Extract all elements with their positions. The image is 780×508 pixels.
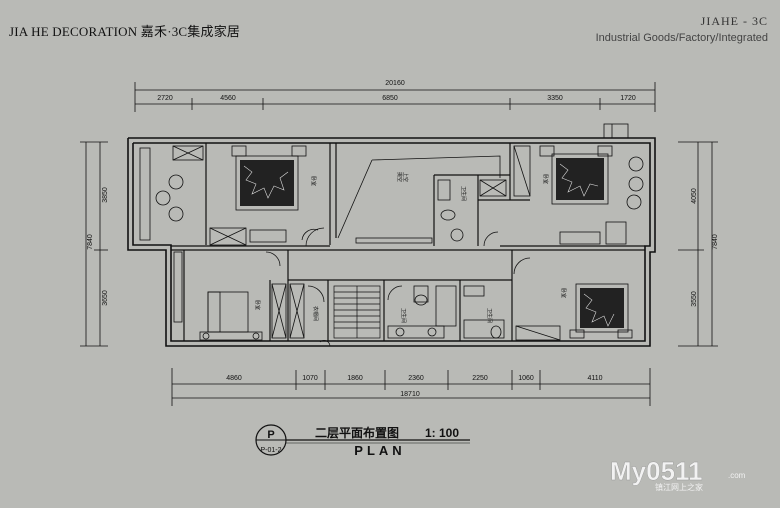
bedroom-top-left [209,145,319,246]
label-bedroom-bottom-1: 卧室 [254,300,261,310]
top-dimension-chain [134,82,656,112]
dim-bottom-seg-1: 4860 [226,375,242,382]
dim-bottom-seg-7: 4110 [587,375,602,382]
dim-left-total: 7840 [87,234,94,250]
dim-bottom-seg-3: 1860 [347,375,363,382]
watermark-logo: My0511 [610,456,703,486]
watermark: My0511 .com 镇江网上之家 [610,456,746,492]
dim-left-seg-1: 3850 [102,187,109,203]
drawing-scale: 1: 100 [425,426,459,440]
brand-header-right: JIAHE - 3C Industrial Goods/Factory/Inte… [596,14,768,44]
dim-bottom-seg-4: 2360 [408,375,424,382]
dim-bottom-seg-6: 1060 [518,375,534,382]
brand-short: JIAHE - 3C [700,14,768,28]
watermark-domain: .com [728,471,746,480]
bedroom-bottom-left [173,251,281,341]
dim-top-seg-4: 3350 [547,95,563,102]
outer-walls [127,137,656,347]
watermark-tagline: 镇江网上之家 [655,482,703,492]
balcony-furniture [139,145,204,241]
dim-right-seg-2: 3550 [691,291,698,307]
drawing-subtitle: PLAN [354,443,405,458]
dim-top-seg-1: 2720 [157,95,173,102]
dim-top-seg-2: 4560 [220,95,236,102]
bed-texture-3 [580,288,624,328]
label-void-2: 上空 [402,172,409,182]
label-bath-bottom-2: 卫生间 [486,308,493,323]
dim-top-seg-3: 6850 [382,95,398,102]
label-void-1: 挑空 [396,172,403,182]
dim-left-seg-2: 3650 [102,290,109,306]
dim-bottom-total: 18710 [400,391,420,398]
dim-top-seg-5: 1720 [620,95,636,102]
label-bedroom-top-2: 卧室 [542,174,549,184]
dim-right-seg-1: 4050 [691,188,698,204]
bedroom-top-right [513,123,644,245]
bottom-dimension-chain [171,368,651,406]
void-area [337,155,501,244]
label-bath-top: 卫生间 [460,186,467,201]
title-badge-code: P-01-2 [260,447,281,454]
label-bath-bottom: 卫生间 [400,308,407,323]
bathroom-bottom [387,285,505,339]
closet [271,283,325,339]
bedroom-bottom-right [513,257,633,341]
label-closet: 衣帽间 [312,306,319,321]
drawing-title: 二层平面布置图 [315,425,399,440]
label-bedroom-bottom-2: 卧室 [560,288,567,298]
dim-right-total: 7840 [712,234,719,250]
brand-tagline: Industrial Goods/Factory/Integrated [595,32,768,44]
title-badge-letter: P [267,429,274,441]
door-swings [305,227,331,347]
right-dimension-chain [678,141,718,347]
dim-top-total: 20160 [385,80,405,87]
bathroom-top [437,179,507,247]
interior-walls [171,143,645,341]
bed-texture-1 [240,160,294,206]
dim-bottom-seg-2: 1070 [302,375,318,382]
label-bedroom-top-1: 卧室 [310,176,317,186]
title-badge [255,424,470,456]
bed-texture-2 [556,158,604,200]
dim-bottom-seg-5: 2250 [472,375,488,382]
company-brand: JIA HE DECORATION 嘉禾·3C集成家居 [9,24,241,39]
staircase [333,285,381,339]
left-dimension-chain [80,141,108,347]
